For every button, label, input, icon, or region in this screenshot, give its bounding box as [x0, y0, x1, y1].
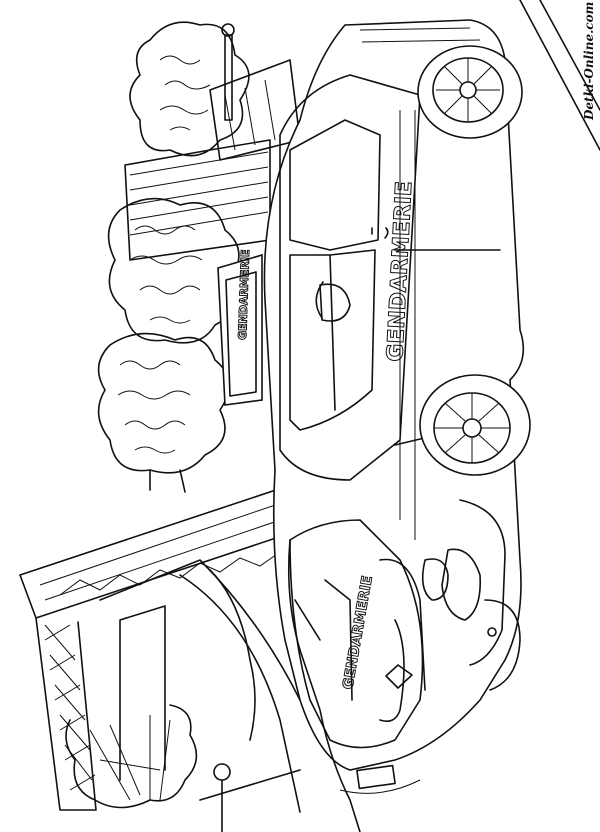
eiffel-tower-base: [19, 481, 301, 813]
roof-sign: GENDARMERIE: [217, 249, 263, 406]
road-lines: [519, 0, 600, 151]
rear-wheel: [417, 45, 523, 139]
far-wheel: [484, 599, 521, 691]
roof-sign-label: GENDARMERIE: [236, 249, 252, 340]
front-wheel: [419, 374, 531, 476]
trees-foliage: [65, 21, 250, 832]
site-watermark: Detki-Online.com: [582, 2, 596, 121]
second-police-car: [287, 539, 361, 832]
